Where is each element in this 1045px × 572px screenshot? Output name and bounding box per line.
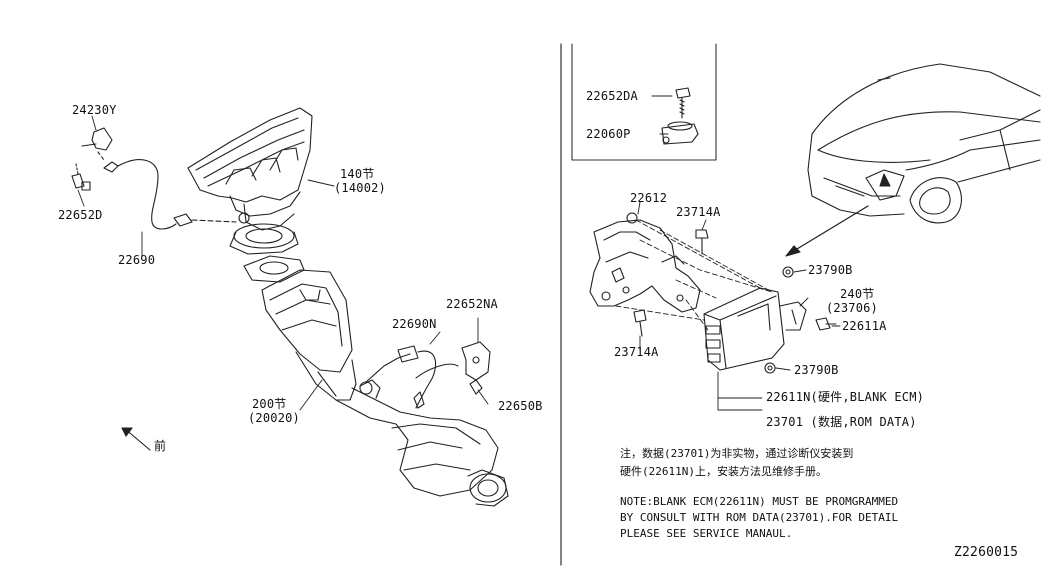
label-22690: 22690 xyxy=(118,253,156,267)
vehicle-illustration xyxy=(807,63,1041,224)
label-23714A-top: 23714A xyxy=(676,205,721,219)
knock-sensor xyxy=(661,121,699,145)
dashed-assembly-lines xyxy=(615,219,773,331)
note-en-line2: BY CONSULT WITH ROM DATA(23701).FOR DETA… xyxy=(620,511,899,524)
label-22611A: 22611A xyxy=(842,319,887,333)
label-22612: 22612 xyxy=(630,191,668,205)
catalytic-converter-lower xyxy=(335,379,509,507)
label-20020: (20020) xyxy=(248,411,300,425)
leader-lines-left xyxy=(77,115,489,411)
ecm-22611N xyxy=(703,287,785,371)
oxygen-sensor-22690N xyxy=(365,345,459,409)
label-22060P: 22060P xyxy=(586,127,631,141)
label-22652NA: 22652NA xyxy=(446,297,498,311)
leader-lines-right xyxy=(637,201,841,411)
note-en-line3: PLEASE SEE SERVICE MANAUL. xyxy=(620,527,793,540)
note-en-line1: NOTE:BLANK ECM(22611N) MUST BE PROMGRAMM… xyxy=(620,495,899,508)
label-240-section: 240节 xyxy=(840,287,875,301)
label-23790B-bottom: 23790B xyxy=(794,363,839,377)
label-24230Y: 24230Y xyxy=(72,103,117,117)
label-140-section: 140节 xyxy=(340,167,375,181)
oxygen-sensor-22690 xyxy=(103,159,250,230)
location-arrow-icon xyxy=(785,205,869,257)
knock-sensor-bolt xyxy=(675,87,691,119)
catalytic-converter-upper xyxy=(261,269,357,401)
label-23706: (23706) xyxy=(826,301,878,315)
note-cn-line1: 注，数据(23701)为非实物，通过诊断仪安装到 xyxy=(620,447,854,460)
label-front: 前 xyxy=(154,439,167,453)
label-22652DA: 22652DA xyxy=(586,89,638,103)
bolts-23714A xyxy=(633,229,709,337)
bracket-24230Y xyxy=(81,127,113,161)
ecm-mount-bracket-23706 xyxy=(779,301,807,331)
bracket-22652NA xyxy=(461,341,491,395)
label-22650B: 22650B xyxy=(498,399,543,413)
label-23714A-bottom: 23714A xyxy=(614,345,659,359)
label-14002: (14002) xyxy=(334,181,386,195)
gasket xyxy=(243,255,305,283)
label-22611N: 22611N(硬件,BLANK ECM) xyxy=(766,390,925,404)
note-cn-line2: 硬件(22611N)上，安装方法见维修手册。 xyxy=(620,465,827,478)
diagram-id: Z2260015 xyxy=(954,545,1019,560)
label-23701: 23701 (数据,ROM DATA) xyxy=(766,415,917,429)
ecm-bracket-22612 xyxy=(589,212,701,313)
label-22652D: 22652D xyxy=(58,208,103,222)
label-200-section: 200节 xyxy=(252,397,287,411)
nuts-23790B xyxy=(764,266,794,374)
front-arrow-icon xyxy=(121,427,151,451)
label-22690N: 22690N xyxy=(392,317,437,331)
bolt-22652D xyxy=(71,163,91,191)
label-23790B-top: 23790B xyxy=(808,263,853,277)
exhaust-manifold xyxy=(187,107,313,255)
screw-22611A xyxy=(815,317,837,331)
